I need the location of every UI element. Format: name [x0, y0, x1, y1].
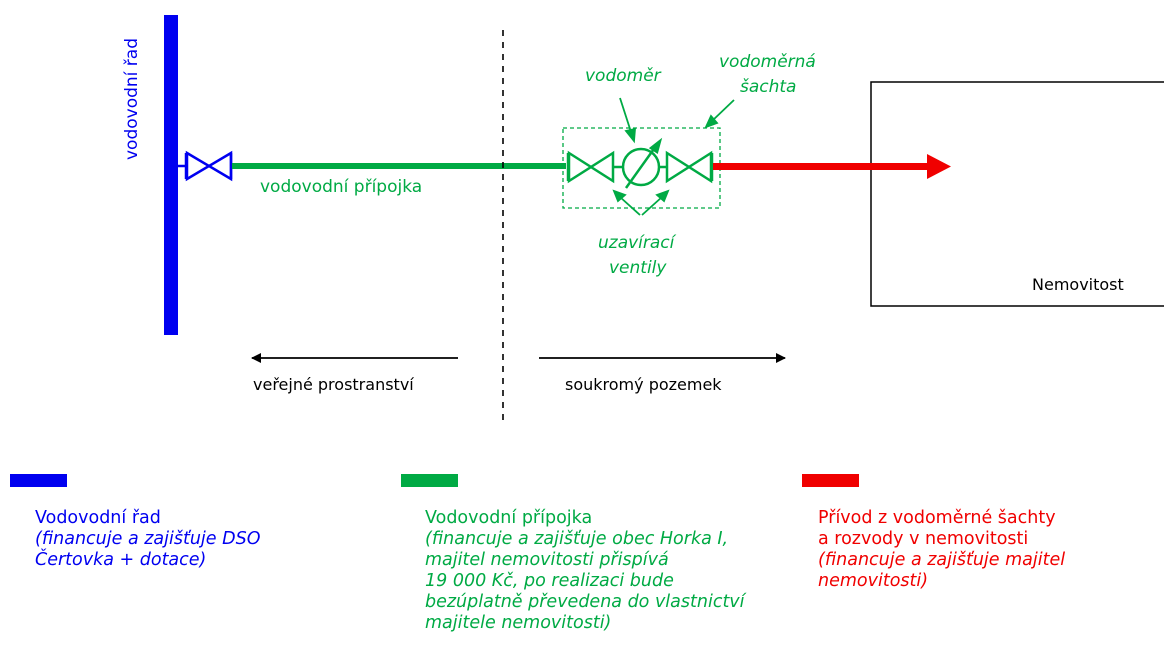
legend-supply-title-line2: a rozvody v nemovitosti: [818, 529, 1029, 549]
legend-swatch-main: [10, 474, 67, 487]
private-land-label: soukromý pozemek: [565, 375, 722, 394]
shutoff-valve-right-icon: [659, 150, 714, 184]
legend-connection-note-line2: majitel nemovitosti přispívá: [425, 550, 669, 570]
legend-entry-supply: Přívod z vodoměrné šachty a rozvody v ne…: [818, 508, 1065, 592]
supply-pipe: [713, 163, 930, 170]
shutoff-valve-left-icon: [566, 150, 623, 184]
shaft-label-line1: vodoměrná: [719, 52, 816, 72]
supply-arrowhead: [927, 154, 951, 179]
connection-label: vodovodní přípojka: [260, 177, 422, 197]
building-label: Nemovitost: [1032, 275, 1124, 294]
legend-swatch-connection: [401, 474, 458, 487]
legend-main-note-line1: (financuje a zajišťuje DSO: [35, 529, 261, 549]
legend-supply-note-line1: (financuje a zajišťuje majitel: [818, 550, 1066, 570]
main-water-pipe: [164, 15, 178, 335]
shaft-pointer-arrow: [704, 99, 735, 129]
legend-connection-note-line3: 19 000 Kč, po realizaci bude: [425, 571, 674, 591]
main-pipe-label: vodovodní řad: [122, 38, 142, 160]
meter-label: vodoměr: [585, 66, 662, 86]
valves-label-line1: uzavírací: [598, 233, 677, 253]
legend-swatch-supply: [802, 474, 859, 487]
public-space-label: veřejné prostranství: [253, 375, 414, 394]
legend-connection-note-line4: bezúplatně převedena do vlastnictví: [425, 592, 745, 612]
water-connection-diagram: vodovodní řad vodovodní přípojka vodoměr: [122, 15, 1164, 420]
legend-supply-title-line1: Přívod z vodoměrné šachty: [818, 508, 1056, 528]
legend-entry-connection: Vodovodní přípojka (financuje a zajišťuj…: [425, 508, 745, 634]
valves-label-line2: ventily: [609, 258, 667, 278]
legend-connection-note-line5: majitele nemovitosti): [425, 613, 612, 633]
building-box: [870, 81, 1164, 307]
legend-supply-note-line2: nemovitosti): [818, 571, 929, 591]
connection-pipe: [232, 163, 566, 169]
main-valve-icon: [178, 150, 233, 182]
legend-main-note-line2: Čertovka + dotace): [35, 550, 207, 570]
shaft-label-line2: šachta: [740, 77, 796, 97]
valves-pointer-arrows: [612, 189, 670, 216]
water-meter-icon: [621, 137, 663, 189]
legend-connection-note-line1: (financuje a zajišťuje obec Horka I,: [425, 529, 729, 549]
meter-pointer-arrow: [619, 97, 636, 144]
legend-entry-main: Vodovodní řad (financuje a zajišťuje DSO…: [35, 508, 260, 571]
legend-connection-title: Vodovodní přípojka: [425, 508, 593, 528]
legend-main-title: Vodovodní řad: [35, 508, 161, 528]
